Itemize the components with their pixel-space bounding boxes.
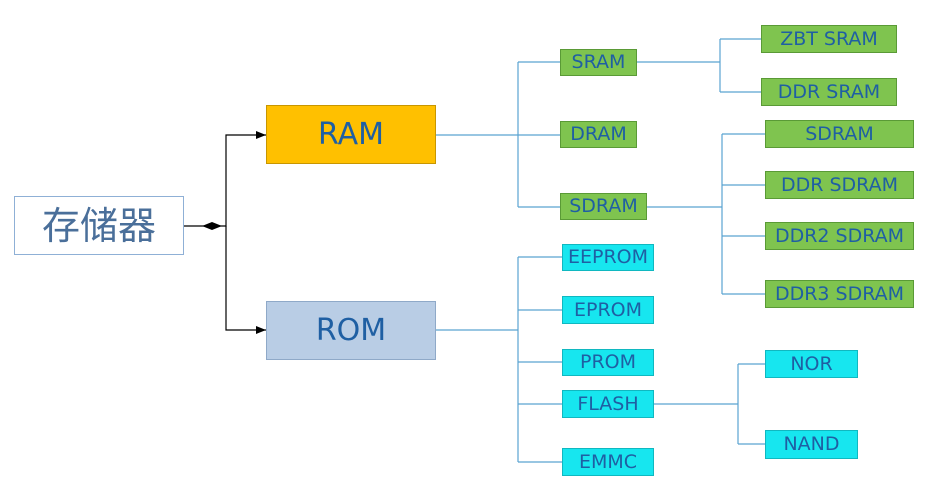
ddr3-sdram-label: DDR3 SDRAM — [774, 282, 905, 305]
emmc-node: EMMC — [562, 448, 654, 476]
root-node: 存储器 — [14, 196, 184, 255]
nand-label: NAND — [783, 433, 840, 455]
connector-sdram-bus — [647, 134, 723, 294]
eeprom-label: EEPROM — [567, 246, 649, 268]
nand-node: NAND — [765, 430, 858, 459]
connector-rom-bus — [436, 257, 519, 462]
ddr-sdram-label: DDR SDRAM — [780, 173, 898, 196]
eprom-node: EPROM — [562, 296, 654, 324]
connector-root-ram — [184, 131, 266, 227]
rom-label: ROM — [315, 312, 387, 348]
zbt-sram-node: ZBT SRAM — [761, 25, 897, 53]
flash-node: FLASH — [562, 390, 654, 418]
sram-label: SRAM — [571, 51, 626, 73]
rom-node: ROM — [266, 301, 436, 360]
sdram-sub-label: SDRAM — [805, 122, 874, 145]
prom-label: PROM — [579, 351, 636, 373]
sram-node: SRAM — [560, 49, 637, 76]
eeprom-node: EEPROM — [562, 244, 654, 271]
connector-sram-bus — [637, 39, 721, 92]
ram-label: RAM — [317, 116, 385, 152]
emmc-label: EMMC — [578, 450, 638, 473]
eprom-label: EPROM — [573, 298, 642, 321]
prom-node: PROM — [562, 349, 654, 376]
root-label: 存储器 — [41, 203, 156, 248]
sdram-sub-node: SDRAM — [765, 120, 914, 148]
dram-label: DRAM — [570, 123, 627, 145]
connector-ram-bus — [436, 62, 519, 207]
connector-root-diamond — [202, 222, 222, 230]
ddr2-sdram-label: DDR2 SDRAM — [774, 224, 905, 247]
ddr2-sdram-node: DDR2 SDRAM — [765, 222, 914, 250]
flash-label: FLASH — [577, 392, 639, 415]
sdram-node: SDRAM — [560, 193, 647, 220]
nor-label: NOR — [790, 352, 833, 375]
ddr3-sdram-node: DDR3 SDRAM — [765, 280, 914, 308]
dram-node: DRAM — [560, 121, 637, 148]
connector-root-rom — [225, 226, 266, 334]
ddr-sram-label: DDR SRAM — [777, 80, 881, 103]
nor-node: NOR — [765, 350, 858, 378]
zbt-sram-label: ZBT SRAM — [780, 27, 878, 50]
sdram-label: SDRAM — [569, 195, 638, 217]
connector-flash-bus — [654, 364, 739, 444]
ram-node: RAM — [266, 105, 436, 164]
ddr-sram-node: DDR SRAM — [761, 78, 897, 106]
ddr-sdram-node: DDR SDRAM — [765, 171, 914, 199]
